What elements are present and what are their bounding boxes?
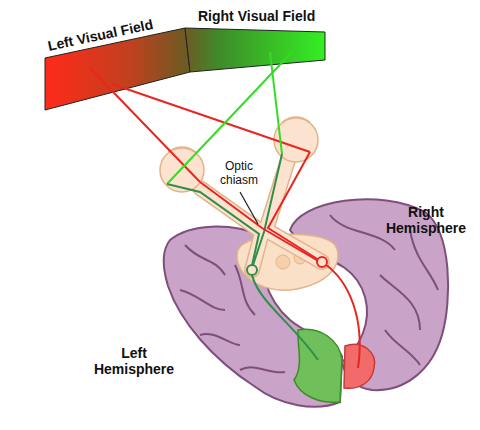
leader-line bbox=[240, 192, 258, 224]
text-label: Optic chiasm bbox=[214, 160, 264, 188]
neural-pathways bbox=[167, 152, 360, 368]
text-label: Left Hemisphere bbox=[88, 345, 180, 377]
optic-nerves bbox=[200, 160, 322, 270]
text-label: Right Hemisphere bbox=[380, 204, 472, 236]
light-rays bbox=[90, 52, 310, 184]
text-label: Right Visual Field bbox=[198, 8, 368, 24]
